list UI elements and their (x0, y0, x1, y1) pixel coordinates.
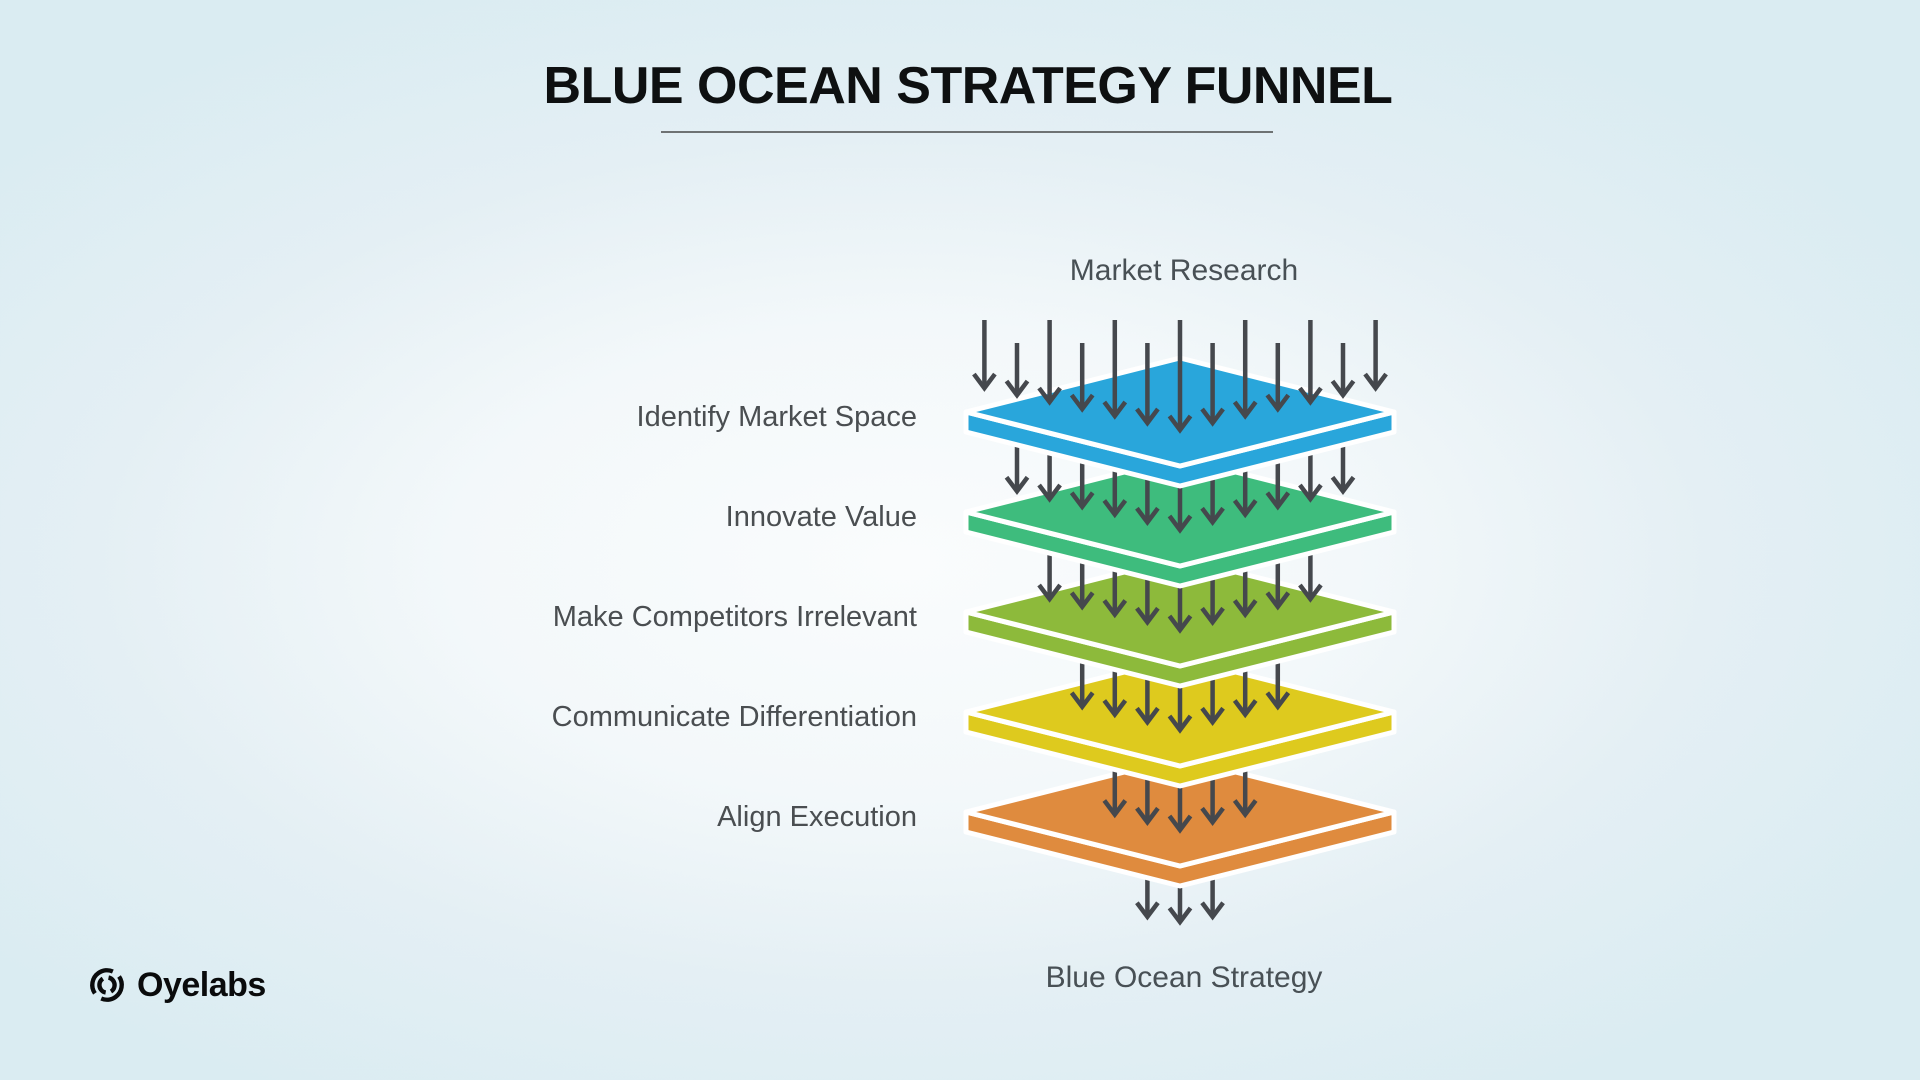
flow-arrow-head (1037, 386, 1062, 406)
title-underline (661, 131, 1273, 133)
flow-arrow-head (1167, 614, 1193, 634)
funnel-input-label: Market Research (1069, 254, 1299, 287)
layer-label-communicate-differentiation: Communicate Differentiation (551, 701, 917, 733)
flow-arrow-head (1167, 906, 1193, 926)
flow-arrow-head (1200, 706, 1225, 726)
flow-arrow-head (1102, 599, 1128, 619)
flow-arrow-head (1200, 901, 1225, 921)
flow-arrow-head (1004, 475, 1030, 495)
flow-arrow-head (1232, 599, 1258, 619)
page-title: BLUE OCEAN STRATEGY FUNNEL (543, 57, 1393, 115)
oyelabs-logo-icon (90, 968, 124, 1002)
funnel-output-label: Blue Ocean Strategy (1045, 961, 1323, 994)
flow-arrow-head (1298, 386, 1323, 406)
flow-arrow-head (1200, 806, 1225, 826)
layer-label-identify-market-space: Identify Market Space (636, 401, 917, 433)
flow-arrow-head (1265, 691, 1291, 711)
flow-arrow-head (1167, 414, 1193, 434)
flow-arrow-head (1102, 699, 1128, 719)
flow-arrow-head (1135, 606, 1160, 626)
flow-arrow-head (1069, 393, 1095, 413)
flow-arrow-head (1200, 407, 1225, 427)
arrow-group-0 (972, 320, 1388, 434)
flow-arrow-head (1102, 499, 1128, 519)
flow-arrow-head (1037, 483, 1062, 503)
flow-arrow-head (972, 372, 997, 392)
flow-arrow-head (1135, 706, 1160, 726)
flow-arrow-head (1102, 400, 1128, 420)
flow-arrow-head (1102, 799, 1128, 819)
flow-arrow-head (1265, 393, 1291, 413)
flow-arrow-head (1200, 506, 1225, 526)
flow-arrow-head (1069, 591, 1095, 611)
flow-arrow-head (1167, 714, 1193, 734)
logo-text: Oyelabs (137, 966, 266, 1004)
layer-label-innovate-value: Innovate Value (725, 501, 917, 533)
flow-arrow-head (1265, 591, 1291, 611)
flow-arrow-head (1298, 583, 1323, 603)
flow-arrow-head (1167, 514, 1193, 534)
flow-arrow-head (1330, 379, 1356, 399)
flow-arrow-head (1232, 799, 1258, 819)
flow-arrow-head (1200, 606, 1225, 626)
flow-arrow-head (1069, 691, 1095, 711)
layer-label-align-execution: Align Execution (717, 801, 917, 833)
flow-arrow-head (1135, 506, 1160, 526)
flow-arrow-head (1330, 475, 1356, 495)
flow-arrow-head (1232, 499, 1258, 519)
layer-label-make-competitors-irrelevant: Make Competitors Irrelevant (552, 601, 917, 633)
flow-arrow-head (1004, 379, 1030, 399)
flow-arrow-head (1232, 699, 1258, 719)
logo: Oyelabs (88, 964, 266, 1006)
flow-arrow-head (1037, 583, 1062, 603)
flow-arrow-head (1135, 407, 1160, 427)
flow-arrow-head (1135, 901, 1160, 921)
flow-arrow-head (1167, 814, 1193, 834)
flow-arrow-head (1265, 491, 1291, 511)
flow-arrow-head (1135, 806, 1160, 826)
flow-arrow-head (1363, 372, 1388, 392)
flow-arrow-head (1232, 400, 1258, 420)
flow-arrow-head (1069, 491, 1095, 511)
flow-arrow-head (1298, 483, 1323, 503)
